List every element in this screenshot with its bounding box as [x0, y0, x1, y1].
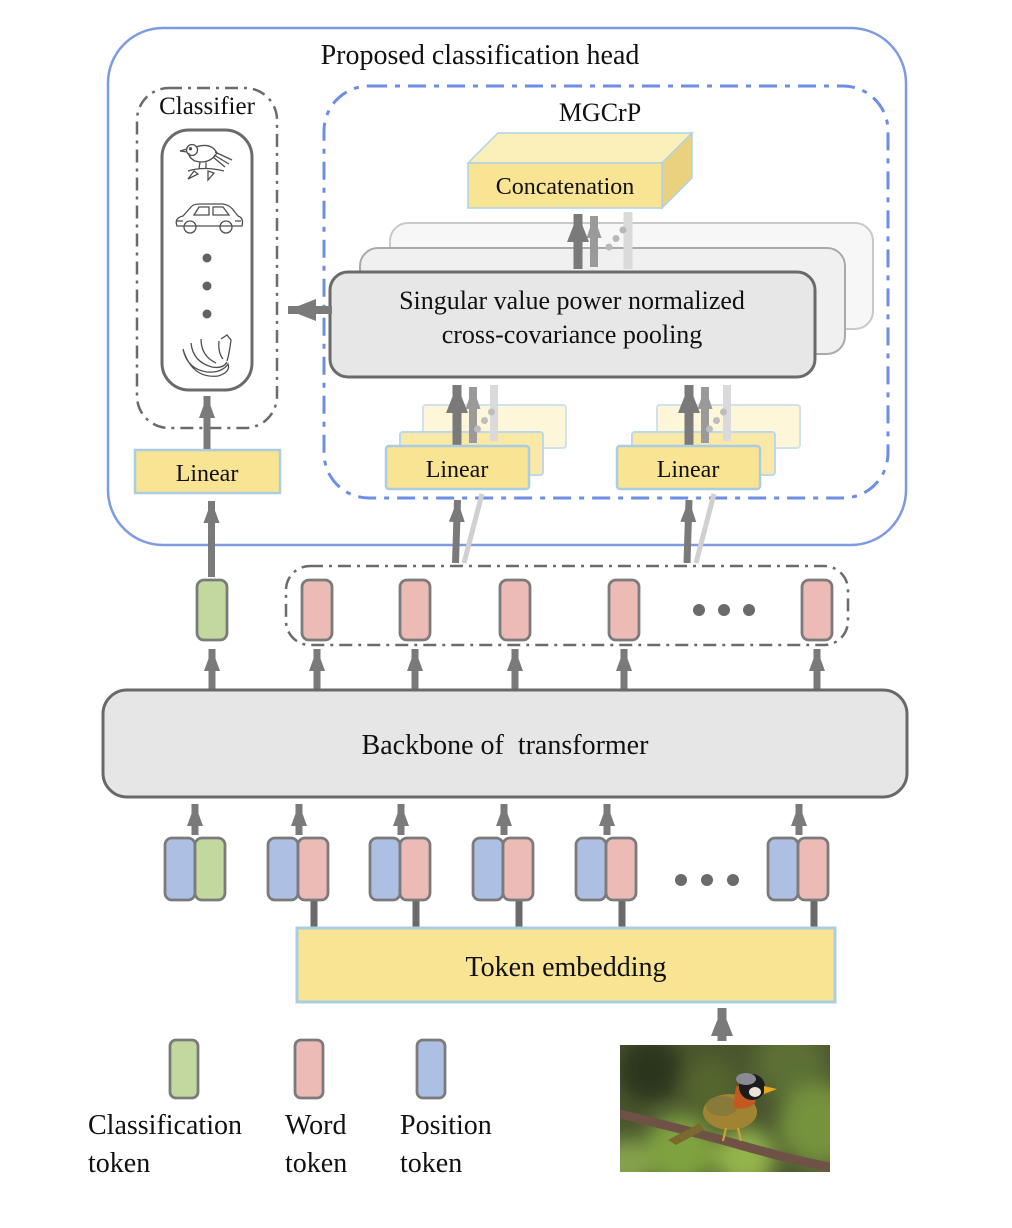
arrows-pooling-to-concat [567, 212, 633, 269]
proposed-head-title: Proposed classification head [321, 40, 640, 71]
word-token [300, 578, 334, 642]
position-token [266, 836, 300, 902]
arrows-backbone-to-tokens [204, 649, 825, 689]
token-pair [471, 836, 535, 902]
pooling-label-line2: cross-covariance pooling [442, 320, 703, 349]
token-embedding-label: Token embedding [466, 952, 667, 983]
legend-position-token-swatch [415, 1038, 447, 1100]
classifier-container [135, 86, 279, 430]
bird-sketch-icon [179, 143, 233, 182]
linear-left-box [384, 444, 531, 491]
token-row [195, 578, 834, 642]
legend-position-line1: Position [400, 1110, 492, 1141]
mgcrp-container [322, 84, 890, 500]
linear-left-label: Linear [426, 457, 489, 483]
word-token [501, 836, 535, 902]
linear-left-stack: Linear [384, 385, 567, 491]
pooling-box [328, 270, 817, 379]
input-bird-image [620, 1045, 830, 1172]
token-row-ellipsis [693, 604, 755, 616]
position-token [471, 836, 505, 902]
classifier-label: Classifier [159, 93, 255, 120]
classification-token [195, 578, 229, 642]
bird [668, 1073, 777, 1145]
word-token [296, 836, 330, 902]
legend-word-line2: token [285, 1148, 347, 1179]
legend: Classification token Word token Position… [88, 1038, 492, 1179]
token-pair [766, 836, 830, 902]
token-pair [368, 836, 432, 902]
car-sketch-icon [175, 203, 244, 234]
backbone-box [101, 688, 909, 799]
word-token [498, 578, 532, 642]
word-token [796, 836, 830, 902]
legend-position-line2: token [400, 1148, 462, 1179]
bananas-sketch-icon [182, 334, 232, 377]
backbone-label: Backbone of transformer [362, 730, 650, 761]
legend-word-token-swatch [293, 1038, 325, 1100]
classification-token [193, 836, 227, 902]
position-token [368, 836, 402, 902]
word-token [604, 836, 638, 902]
token-pair-row [163, 836, 830, 902]
legend-classification-line2: token [88, 1148, 150, 1179]
word-token [398, 578, 432, 642]
token-pair [574, 836, 638, 902]
position-token [163, 836, 197, 902]
position-token [766, 836, 800, 902]
token-embedding-box [295, 926, 837, 1004]
classifier-linear-box [133, 448, 282, 495]
mgcrp-label: MGCrP [559, 98, 641, 127]
linear-right-box [615, 444, 762, 491]
stems-embedding-to-pairs [310, 899, 818, 927]
classifier-linear-label: Linear [176, 461, 239, 487]
legend-word-line1: Word [285, 1110, 347, 1141]
word-token-row-container [284, 564, 850, 647]
proposed-head-container [106, 26, 908, 547]
position-token [574, 836, 608, 902]
legend-classification-token-swatch [168, 1038, 200, 1100]
token-pair [163, 836, 227, 902]
word-token [607, 578, 641, 642]
concatenation-box: Concatenation [466, 131, 694, 210]
concatenation-label: Concatenation [496, 174, 635, 200]
classifier-ellipsis-dots [202, 253, 212, 319]
token-pair [266, 836, 330, 902]
legend-classification-line1: Classification [88, 1110, 242, 1141]
arrows-tokens-to-linear [448, 493, 717, 564]
token-pair-ellipsis [675, 874, 739, 886]
linear-right-label: Linear [657, 457, 720, 483]
word-token [800, 578, 834, 642]
linear-right-stack: Linear [615, 385, 801, 491]
branch [620, 1109, 830, 1172]
word-token [398, 836, 432, 902]
pooling-label-line1: Singular value power normalized [399, 286, 745, 315]
arrows-pairs-to-backbone [187, 804, 807, 835]
